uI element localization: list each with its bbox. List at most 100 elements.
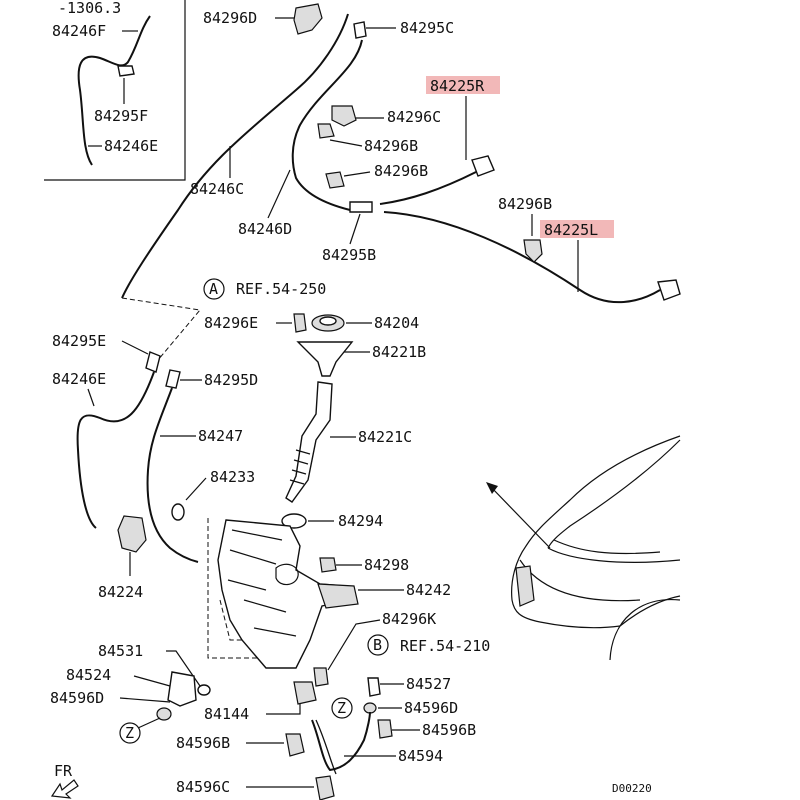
label-84242[interactable]: 84242 [406,581,451,599]
clip-84296E [293,313,307,333]
hose-84594 [311,711,371,772]
clip-84296B-a [317,123,335,139]
label-84246E[interactable]: 84246E [52,370,106,388]
label-84296D[interactable]: 84296D [203,9,257,27]
label-84225R[interactable]: 84225R [430,77,485,95]
joint-84295B [349,201,373,213]
label-84233[interactable]: 84233 [210,468,255,486]
tank-detail [227,529,299,637]
joint-84295F [117,65,135,77]
car-pointer-arrow [489,485,551,549]
label-84296C[interactable]: 84296C [387,108,441,126]
dashed-link-tank [207,518,260,659]
label-84295B[interactable]: 84295B [322,246,376,264]
hose-84246C [121,13,349,299]
label-84295F[interactable]: 84295F [94,107,148,125]
leader-84524 [133,675,171,687]
grommet-84294 [281,513,307,529]
car-outline [511,435,681,629]
marker-B-letter: B [373,636,382,654]
hose-84246F [77,15,151,166]
marker-A[interactable] [203,278,225,300]
label-84596D-left[interactable]: 84596D [50,689,104,707]
seal-84596D-right [363,702,377,714]
bolt-84298 [319,557,337,573]
label-84527[interactable]: 84527 [406,675,451,693]
leader-84233 [185,477,207,501]
hose-84594-b [315,719,337,775]
header-code: -1306.3 [58,0,121,17]
label-84221C[interactable]: 84221C [358,428,412,446]
label-84296K[interactable]: 84296K [382,610,436,628]
label-84594[interactable]: 84594 [398,747,443,765]
car-hood [547,439,681,549]
clip-84596B-right [377,719,393,739]
label-84247[interactable]: 84247 [198,427,243,445]
label-84296B-c[interactable]: 84296B [498,195,552,213]
grommet-84531 [197,684,211,696]
hose-84247 [146,387,199,563]
neck-84221C [285,381,333,503]
leader-84246D [267,169,291,219]
filler-84221B [296,341,354,377]
label-84596D-right[interactable]: 84596D [404,699,458,717]
label-84298[interactable]: 84298 [364,556,409,574]
label-84295C[interactable]: 84295C [400,19,454,37]
label-84296E[interactable]: 84296E [204,314,258,332]
label-84596C[interactable]: 84596C [176,778,230,796]
label-84246D[interactable]: 84246D [238,220,292,238]
label-84294[interactable]: 84294 [338,512,383,530]
label-84224[interactable]: 84224 [98,583,143,601]
leader-84296B-b [343,171,371,177]
marker-B[interactable] [367,634,389,656]
label-84596B-left[interactable]: 84596B [176,734,230,752]
label-84221B[interactable]: 84221B [372,343,426,361]
label-84296B-b[interactable]: 84296B [374,162,428,180]
hose-84225R [379,171,477,205]
dashed-link-top [121,297,201,361]
joint-84295E [145,351,161,373]
cap-84204-inner [319,316,337,326]
marker-Z-left[interactable] [119,722,141,744]
label-84596B-right[interactable]: 84596B [422,721,476,739]
label-84531[interactable]: 84531 [98,642,143,660]
clip-84296C [331,105,357,127]
label-84144[interactable]: 84144 [204,705,249,723]
label-84524[interactable]: 84524 [66,666,111,684]
joint-84527 [367,677,381,697]
clip-84296D [293,3,323,35]
nozzle-84225L [657,279,681,301]
label-84246C[interactable]: 84246C [190,180,244,198]
grommet-84233 [171,503,185,521]
car-pointer-arrowhead-icon [486,482,498,494]
label-84204[interactable]: 84204 [374,314,419,332]
front-arrow-icon [50,779,79,799]
car-headlight [553,539,661,555]
joint-84295D [165,369,181,389]
label-84225L[interactable]: 84225L [544,221,598,239]
dashed-link-tank-b [219,599,250,641]
label-84246E-inset[interactable]: 84246E [104,137,158,155]
ref-54-250[interactable]: REF.54-250 [236,280,326,298]
joint-84295C [353,21,367,39]
ref-54-210[interactable]: REF.54-210 [400,637,490,655]
label-84246F[interactable]: 84246F [52,22,106,40]
label-84296B-a[interactable]: 84296B [364,137,418,155]
tank-bracket-84242 [317,583,359,609]
leader-84295E [121,340,149,355]
label-84295D[interactable]: 84295D [204,371,258,389]
front-indicator: FR [54,762,73,780]
neck-84221C-ribs [289,449,311,485]
hose-84246E [76,371,155,529]
leader-84296B-a [329,139,363,147]
pump-84524 [167,671,197,707]
car-hood-edge [547,547,681,563]
leader-84531 [166,650,201,687]
label-84295E[interactable]: 84295E [52,332,106,350]
clip-84296B-b [325,171,345,189]
clip-84596B-left [285,733,305,757]
marker-A-letter: A [209,280,218,298]
leader-84596D-left [119,697,171,703]
marker-Z-right[interactable] [331,697,353,719]
